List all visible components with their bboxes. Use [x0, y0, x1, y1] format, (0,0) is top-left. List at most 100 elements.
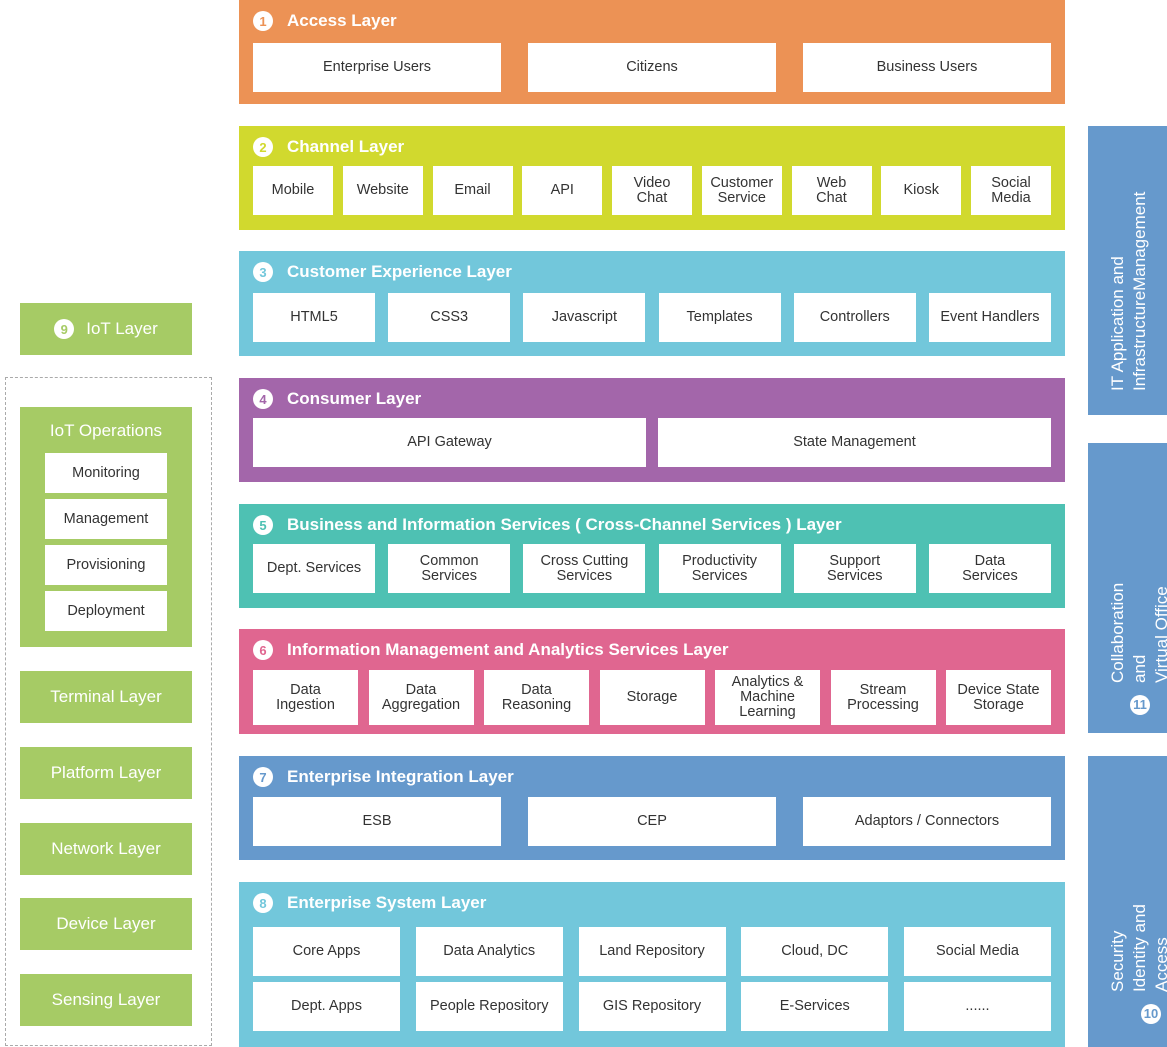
business-service-item: Support Services	[793, 544, 916, 593]
side-panel-label: 11 Collaboration and Virtual Office	[1107, 583, 1167, 715]
business-information-layer-title: Business and Information Services ( Cros…	[287, 515, 842, 534]
number-badge: 8	[253, 893, 273, 913]
enterprise-system-item: ......	[904, 982, 1051, 1031]
consumer-layer: 4 Consumer Layer API Gateway State Manag…	[239, 378, 1065, 482]
layer-title: 4 Consumer Layer	[253, 387, 421, 411]
channel-layer: 2 Channel Layer Mobile Website Email API…	[239, 126, 1065, 230]
iot-sublayer: Platform Layer	[20, 747, 192, 799]
number-badge: 4	[253, 389, 273, 409]
number-badge: 5	[253, 515, 273, 535]
number-badge: 7	[253, 767, 273, 787]
enterprise-system-layer-title: Enterprise System Layer	[287, 893, 487, 912]
integration-item: Adaptors / Connectors	[803, 797, 1051, 846]
business-service-item: Data Services	[928, 544, 1051, 593]
access-layer: 1 Access Layer Enterprise Users Citizens…	[239, 0, 1065, 104]
channel-item: Mobile	[253, 166, 333, 215]
channel-item: API	[522, 166, 603, 215]
cx-item: Javascript	[523, 293, 646, 342]
iot-operation-item: Management	[45, 499, 167, 539]
enterprise-system-layer: 8 Enterprise System Layer Core Apps Data…	[239, 882, 1065, 1047]
iot-operation-item: Monitoring	[45, 453, 167, 493]
business-service-item: Cross Cutting Services	[523, 544, 646, 593]
analytics-item: Data Ingestion	[253, 670, 358, 725]
iot-sublayer: Terminal Layer	[20, 671, 192, 723]
analytics-item: Data Aggregation	[368, 670, 474, 725]
layer-title: 2 Channel Layer	[253, 135, 404, 159]
consumer-layer-title: Consumer Layer	[287, 389, 422, 408]
enterprise-integration-layer: 7 Enterprise Integration Layer ESB CEP A…	[239, 756, 1065, 860]
enterprise-system-item: Core Apps	[253, 927, 400, 976]
number-badge: 2	[253, 137, 273, 157]
access-layer-title: Access Layer	[287, 11, 397, 30]
channel-item: Video Chat	[612, 166, 692, 215]
channel-item: Customer Service	[701, 166, 782, 215]
customer-experience-layer: 3 Customer Experience Layer HTML5 CSS3 J…	[239, 251, 1065, 356]
collaboration-title: Collaboration and Virtual Office	[1108, 582, 1167, 683]
cx-item: Controllers	[793, 293, 916, 342]
iot-dashed-container	[5, 377, 212, 1046]
analytics-item: Stream Processing	[830, 670, 936, 725]
access-item: Citizens	[528, 43, 776, 92]
analytics-item: Data Reasoning	[484, 670, 589, 725]
enterprise-system-item: E-Services	[741, 982, 889, 1031]
layer-title: 5 Business and Information Services ( Cr…	[253, 513, 842, 537]
number-badge: 1	[253, 11, 273, 31]
iot-operations-title: IoT Operations	[49, 421, 163, 440]
analytics-item: Device State Storage	[946, 670, 1051, 725]
access-item: Business Users	[803, 43, 1051, 92]
cx-item: Event Handlers	[928, 293, 1051, 342]
access-item: Enterprise Users	[253, 43, 501, 92]
side-panel-label: 10 Security Identity and Access Manageme…	[1107, 893, 1167, 1024]
business-service-item: Dept. Services	[253, 544, 375, 593]
channel-item: Website	[342, 166, 423, 215]
security-panel: 10 Security Identity and Access Manageme…	[1088, 756, 1167, 1047]
side-panel-label: IT Application and InfrastructureManagem…	[1107, 192, 1151, 391]
layer-title: 3 Customer Experience Layer	[253, 260, 512, 284]
cx-item: Templates	[658, 293, 781, 342]
enterprise-system-item: GIS Repository	[578, 982, 726, 1031]
integration-item: ESB	[253, 797, 501, 846]
iot-layer-title: IoT Layer	[86, 319, 158, 338]
number-badge: 11	[1130, 695, 1150, 715]
channel-layer-title: Channel Layer	[287, 137, 405, 156]
enterprise-system-item: Land Repository	[578, 927, 726, 976]
cx-item: HTML5	[253, 293, 375, 342]
integration-item: CEP	[528, 797, 776, 846]
enterprise-system-item: Social Media	[904, 927, 1051, 976]
layer-title: 8 Enterprise System Layer	[253, 891, 486, 915]
channel-item: Kiosk	[881, 166, 962, 215]
analytics-item: Storage	[599, 670, 705, 725]
number-badge: 6	[253, 640, 273, 660]
channel-item: Social Media	[971, 166, 1051, 215]
iot-operation-item: Provisioning	[45, 545, 167, 585]
consumer-item: API Gateway	[253, 418, 646, 467]
iot-sublayer: Sensing Layer	[20, 974, 192, 1026]
business-service-item: Productivity Services	[658, 544, 781, 593]
channel-item: Email	[432, 166, 513, 215]
iot-sublayer: Network Layer	[20, 823, 192, 875]
customer-experience-layer-title: Customer Experience Layer	[287, 262, 512, 281]
iot-layer-header: 9 IoT Layer	[20, 303, 192, 355]
collaboration-panel: 11 Collaboration and Virtual Office	[1088, 443, 1167, 733]
it-application-title: IT Application and InfrastructureManagem…	[1108, 191, 1149, 391]
it-application-panel: IT Application and InfrastructureManagem…	[1088, 126, 1167, 415]
enterprise-system-item: Data Analytics	[415, 927, 563, 976]
enterprise-system-item: Cloud, DC	[741, 927, 889, 976]
channel-item: Web Chat	[791, 166, 872, 215]
layer-title: 1 Access Layer	[253, 9, 397, 33]
layer-title: 7 Enterprise Integration Layer	[253, 765, 514, 789]
enterprise-system-item: People Repository	[415, 982, 563, 1031]
iot-sublayer: Device Layer	[20, 898, 192, 950]
integration-layer-title: Enterprise Integration Layer	[287, 767, 514, 786]
cx-item: CSS3	[388, 293, 511, 342]
consumer-item: State Management	[658, 418, 1051, 467]
iot-operation-item: Deployment	[45, 591, 167, 631]
analytics-item: Analytics & Machine Learning	[715, 670, 820, 725]
number-badge: 9	[54, 319, 75, 339]
information-management-layer-title: Information Management and Analytics Ser…	[287, 640, 729, 659]
information-management-layer: 6 Information Management and Analytics S…	[239, 629, 1065, 734]
iot-operations-panel: IoT Operations Monitoring Management Pro…	[20, 407, 192, 647]
layer-title: 6 Information Management and Analytics S…	[253, 638, 729, 662]
number-badge: 3	[253, 262, 273, 282]
business-service-item: Common Services	[388, 544, 511, 593]
